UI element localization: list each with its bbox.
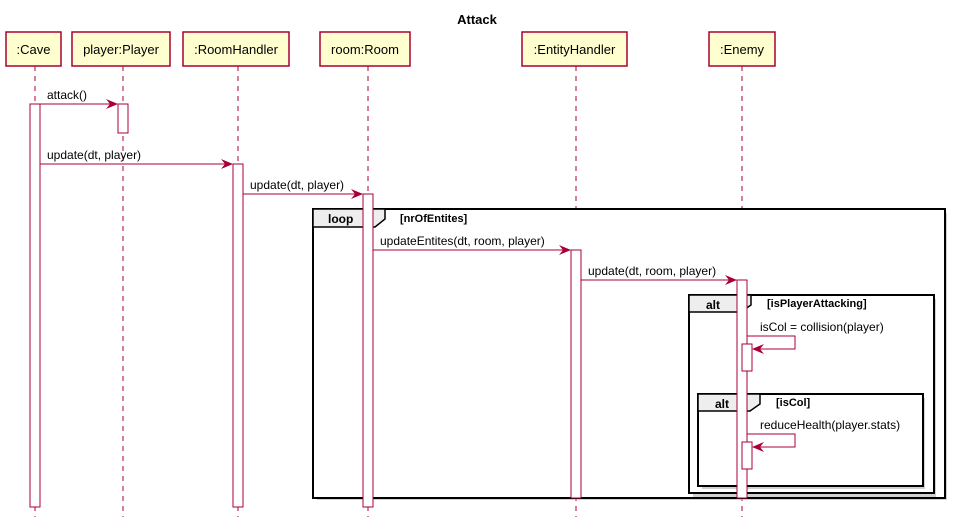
participant-label: room:Room	[331, 42, 399, 57]
fragment-kind: alt	[706, 298, 720, 312]
participant-enemy[interactable]: :Enemy	[708, 31, 776, 67]
participant-player[interactable]: player:Player	[71, 31, 171, 67]
participant-label: player:Player	[83, 42, 160, 57]
participant-label: :Cave	[17, 42, 51, 57]
activation-enemy-reducehealth	[741, 441, 753, 470]
activation-enemy	[736, 279, 748, 499]
participant-label: :Enemy	[720, 42, 765, 57]
activations	[29, 103, 753, 508]
participant-room[interactable]: room:Room	[319, 31, 411, 67]
activation-player	[117, 103, 129, 134]
participant-entityhandler[interactable]: :EntityHandler	[521, 31, 628, 67]
message-label: attack()	[47, 88, 87, 102]
activation-cave	[29, 103, 41, 508]
fragment-condition: [isPlayerAttacking]	[767, 298, 867, 310]
message-update-roomhandler: update(dt, player)	[40, 148, 233, 169]
fragment-alt-inner: alt [isCol]	[697, 393, 925, 489]
message-attack: attack()	[40, 88, 118, 109]
message-label: update(dt, player)	[250, 178, 344, 192]
activation-room	[362, 193, 374, 508]
fragment-condition: [isCol]	[776, 397, 811, 409]
fragment-kind: alt	[715, 397, 729, 411]
participant-cave[interactable]: :Cave	[5, 31, 62, 67]
participant-label: :RoomHandler	[194, 42, 278, 57]
message-label: isCol = collision(player)	[760, 320, 884, 334]
fragment-kind: loop	[328, 212, 353, 226]
participant-label: :EntityHandler	[534, 42, 616, 57]
message-collision: isCol = collision(player)	[747, 320, 884, 354]
participant-roomhandler[interactable]: :RoomHandler	[182, 31, 290, 67]
participants: :Cave player:Player :RoomHandler room:Ro…	[5, 31, 776, 67]
message-update-enemy: update(dt, room, player)	[581, 264, 737, 285]
message-label: update(dt, player)	[47, 148, 141, 162]
activation-entityhandler	[570, 249, 582, 499]
activation-enemy-collision	[741, 343, 753, 372]
message-update-entities: updateEntites(dt, room, player)	[373, 234, 571, 255]
fragment-condition: [nrOfEntites]	[400, 213, 468, 225]
message-label: update(dt, room, player)	[588, 264, 716, 278]
message-update-room: update(dt, player)	[243, 178, 363, 199]
message-label: reduceHealth(player.stats)	[760, 418, 900, 432]
messages: attack() update(dt, player) update(dt, p…	[40, 88, 900, 452]
diagram-title: Attack	[457, 12, 498, 27]
message-reduce-health: reduceHealth(player.stats)	[747, 418, 900, 452]
activation-roomhandler	[232, 163, 244, 508]
message-label: updateEntites(dt, room, player)	[380, 234, 545, 248]
